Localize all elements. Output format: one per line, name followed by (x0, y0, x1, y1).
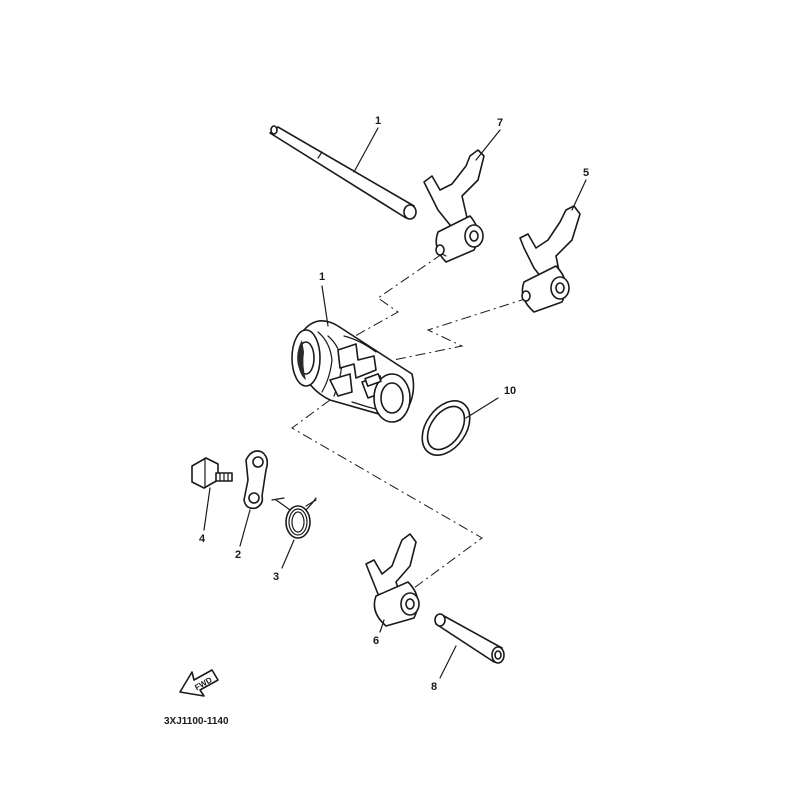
part-10-washer[interactable] (412, 392, 499, 464)
callout-part-3: 3 (273, 571, 279, 583)
part-8-guide-bar[interactable] (434, 613, 505, 679)
forward-arrow-icon: FWD (179, 669, 219, 697)
callout-part-1: 1 (319, 271, 325, 283)
part-5-shift-fork[interactable] (519, 205, 581, 313)
part-4-bolt[interactable] (191, 457, 233, 531)
callout-part-10: 10 (504, 385, 516, 397)
callout-part-6: 6 (373, 635, 379, 647)
part-9-shift-shaft[interactable] (269, 125, 417, 220)
figure-code: 3XJ1100-1140 (164, 716, 229, 727)
callout-part-7: 7 (497, 117, 503, 129)
callout-part-8: 8 (431, 681, 437, 693)
callout-part-9: 1 (375, 115, 381, 127)
leader-lines (353, 127, 587, 211)
alignment-lines (291, 253, 529, 589)
callout-part-2: 2 (235, 549, 241, 561)
part-6-shift-fork[interactable] (365, 533, 420, 633)
callout-part-5: 5 (583, 167, 589, 179)
callout-part-4: 4 (199, 533, 206, 545)
part-1-shift-cam[interactable] (291, 285, 415, 423)
part-7-shift-fork[interactable] (423, 149, 485, 263)
part-3-torsion-spring[interactable] (271, 497, 317, 569)
part-2-stopper-lever[interactable] (239, 450, 269, 547)
